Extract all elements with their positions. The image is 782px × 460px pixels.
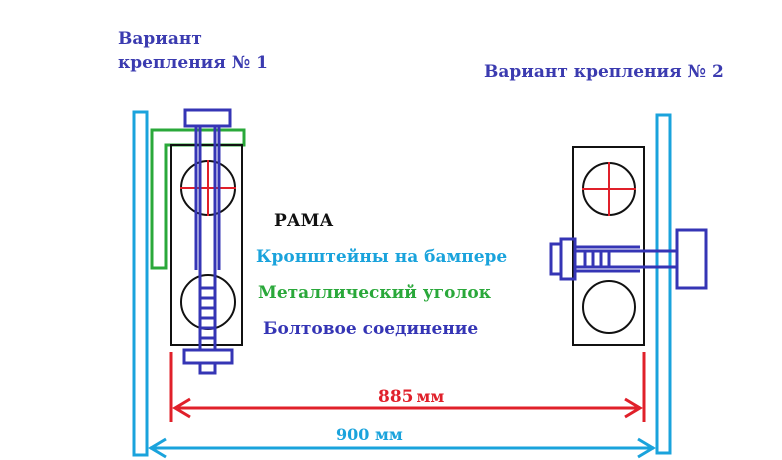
dimension-885 bbox=[169, 352, 646, 422]
legend-angle: Металлический уголок bbox=[258, 283, 492, 303]
right-bolt bbox=[549, 228, 708, 290]
variant-1-title-line2: крепления № 1 bbox=[118, 53, 268, 73]
variant-2-title: Вариант крепления № 2 bbox=[484, 62, 724, 82]
left-hole-crosshair bbox=[180, 160, 236, 216]
metal-angle bbox=[150, 128, 246, 270]
dimension-885-value: 885 bbox=[378, 387, 414, 407]
left-frame-hole-bottom bbox=[180, 274, 236, 330]
left-frame-section bbox=[170, 144, 243, 346]
legend-frame: РАМА bbox=[274, 211, 333, 231]
right-frame-section bbox=[572, 146, 645, 346]
right-bumper-bracket bbox=[655, 113, 672, 455]
dimension-900-label: 900 мм bbox=[336, 425, 403, 444]
left-bolt bbox=[182, 108, 234, 375]
right-frame-hole-bottom bbox=[582, 280, 636, 334]
variant-1-title-line1: Вариант bbox=[118, 29, 202, 49]
right-hole-crosshair bbox=[582, 162, 636, 216]
legend-brackets: Кронштейны на бампере bbox=[256, 247, 507, 267]
dimension-900 bbox=[148, 437, 656, 459]
dimension-885-unit: мм bbox=[417, 387, 445, 406]
legend-bolt: Болтовое соединение bbox=[263, 319, 478, 339]
left-bumper-bracket bbox=[132, 110, 149, 457]
